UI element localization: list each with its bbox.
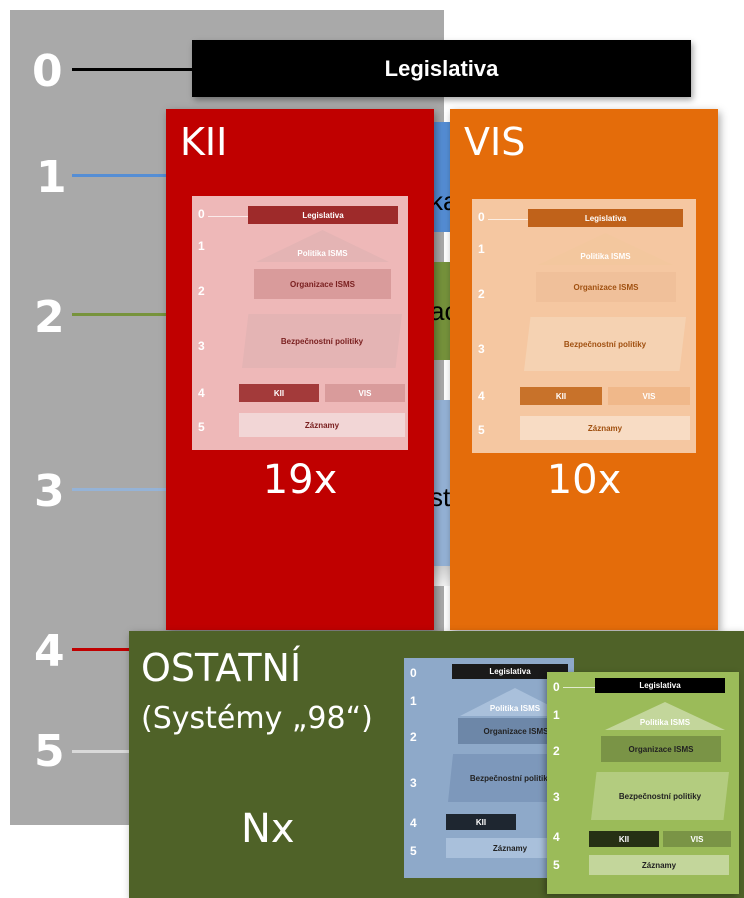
level-0-line [72,68,194,71]
green-thumb-num-2: 2 [553,744,560,758]
level-2-line [72,313,168,316]
kii-thumb-zaznamy: Záznamy [239,413,405,437]
ostatni-card: OSTATNÍ (Systémy „98“) Nx 0 1 2 3 4 5 Le… [129,631,744,898]
kii-thumbnail: 0 1 2 3 4 5 Legislativa Politika ISMS Or… [192,196,408,450]
green-thumb-num-1: 1 [553,708,560,722]
blue-thumb-kii: KII [446,814,516,830]
vis-thumb-politika: Politika ISMS [538,233,673,265]
blue-thumb-num-2: 2 [410,730,417,744]
kii-thumb-kii: KII [239,384,319,402]
blue-thumb-legislativa: Legislativa [452,664,568,679]
vis-thumb-num-3: 3 [478,342,485,356]
green-thumb-num-3: 3 [553,790,560,804]
vis-thumb-num-5: 5 [478,423,485,437]
organizace-shape-behind [432,262,452,360]
ostatni-green-thumbnail: 0 1 2 3 4 5 Legislativa Politika ISMS Or… [547,672,739,894]
vis-thumb-vis: VIS [608,387,690,405]
green-thumb-legislativa: Legislativa [595,678,725,693]
vis-thumb-num-4: 4 [478,389,485,403]
green-thumb-kii: KII [589,831,659,847]
kii-thumb-organizace: Organizace ISMS [254,269,391,299]
kii-thumb-vis: VIS [325,384,405,402]
ostatni-card-title: OSTATNÍ [141,646,302,690]
kii-thumb-num-0: 0 [198,207,205,221]
level-number-4: 4 [34,626,65,677]
politika-shape-behind [432,122,452,232]
vis-thumb-line-0 [488,219,528,220]
blue-thumb-num-5: 5 [410,844,417,858]
blue-thumb-num-4: 4 [410,816,417,830]
level-number-0: 0 [32,46,63,97]
blue-thumb-zaznamy: Záznamy [446,838,574,858]
green-thumb-politika: Politika ISMS [605,702,725,730]
kii-card: KII 0 1 2 3 4 5 Legislativa Politika ISM… [166,109,434,630]
blue-thumb-num-1: 1 [410,694,417,708]
green-thumb-num-4: 4 [553,830,560,844]
green-thumb-bezpecnostni: Bezpečnostní politiky [591,772,729,820]
behind-text-3: st [430,482,451,512]
vis-thumb-bezpecnostni: Bezpečnostní politiky [524,317,686,371]
green-thumb-vis: VIS [663,831,731,847]
kii-count: 19x [262,457,338,503]
green-thumb-num-0: 0 [553,680,560,694]
kii-thumb-num-2: 2 [198,284,205,298]
vis-count: 10x [546,457,622,503]
level-number-1: 1 [36,152,67,203]
vis-thumb-num-2: 2 [478,287,485,301]
kii-thumb-num-5: 5 [198,420,205,434]
kii-thumb-line-0 [208,216,248,217]
green-thumb-organizace: Organizace ISMS [601,736,721,762]
ostatni-card-subtitle: (Systémy „98“) [141,701,373,736]
kii-card-title: KII [180,120,228,164]
vis-thumb-organizace: Organizace ISMS [536,272,676,302]
level-3-line [72,488,168,491]
vis-thumb-zaznamy: Záznamy [520,416,690,440]
green-thumb-zaznamy: Záznamy [589,855,729,875]
kii-thumb-politika: Politika ISMS [256,230,389,262]
level-number-3: 3 [34,466,65,517]
vis-card: VIS 0 1 2 3 4 5 Legislativa Politika ISM… [450,109,718,630]
level-number-5: 5 [34,726,65,777]
vis-thumb-num-1: 1 [478,242,485,256]
blue-thumb-num-3: 3 [410,776,417,790]
vis-card-title: VIS [464,120,526,164]
kii-thumb-num-3: 3 [198,339,205,353]
vis-thumb-kii: KII [520,387,602,405]
legislativa-bar: Legislativa [192,40,691,97]
level-1-line [72,174,168,177]
level-number-2: 2 [34,292,65,343]
kii-thumb-legislativa: Legislativa [248,206,398,224]
kii-thumb-num-4: 4 [198,386,205,400]
kii-thumb-num-1: 1 [198,239,205,253]
bezpecnostni-shape-behind [432,400,452,578]
vis-thumb-legislativa: Legislativa [528,209,683,227]
level-5-line [72,750,132,753]
green-thumb-num-5: 5 [553,858,560,872]
vis-thumb-num-0: 0 [478,210,485,224]
ostatni-count: Nx [241,806,295,852]
level-4-line [72,648,132,651]
green-thumb-line-0 [563,687,595,688]
kii-thumb-bezpecnostni: Bezpečnostní politiky [242,314,402,368]
vis-thumbnail: 0 1 2 3 4 5 Legislativa Politika ISMS Or… [472,199,696,453]
blue-thumb-num-0: 0 [410,666,417,680]
